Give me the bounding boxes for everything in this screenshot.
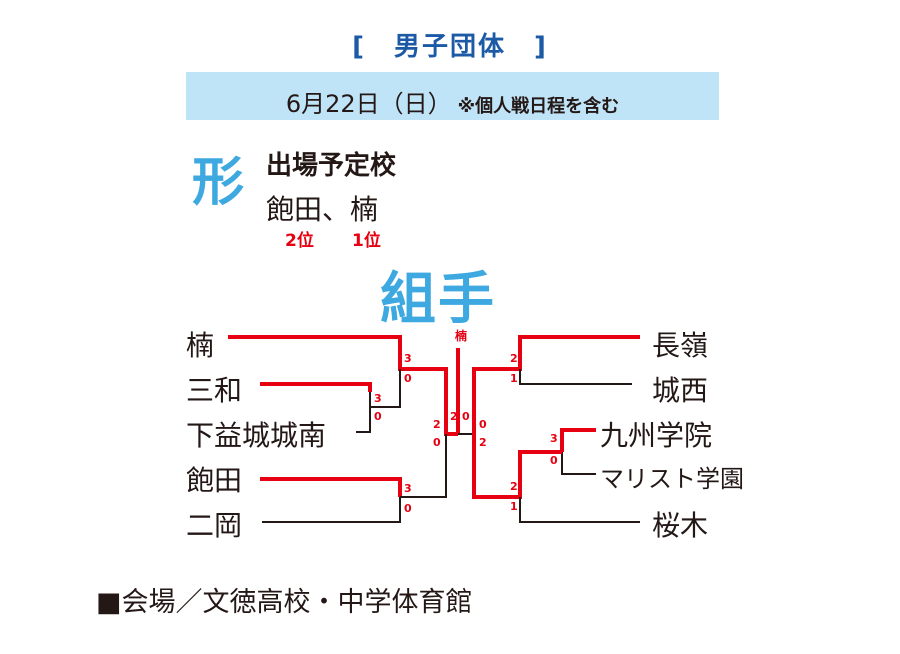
bracket-line-left-winner [228, 335, 458, 436]
score-r-qf2-bottom: 1 [510, 500, 518, 513]
venue-line: ■会場／文徳高校・中学体育館 [96, 587, 473, 618]
team-right-2: 城西 [652, 374, 709, 407]
kata-rank-aguta: 2位 [285, 231, 314, 251]
bracket-line-aguta-sf [400, 434, 447, 498]
score-r-qf-bottom: 1 [510, 372, 518, 385]
bracket-line-nioka [262, 497, 401, 523]
score-l-r1-bottom: 0 [374, 410, 382, 423]
score-final-right: 0 [462, 410, 470, 423]
score-l-qf-bottom: 0 [404, 372, 412, 385]
date-band [186, 72, 719, 120]
champion-label: 楠 [455, 328, 467, 343]
kata-subheading: 出場予定校 [266, 151, 397, 181]
team-right-1: 長嶺 [652, 329, 709, 362]
score-l-qf-top: 3 [404, 352, 412, 365]
score-l-sf-top: 2 [433, 418, 441, 431]
score-l-r1b-bottom: 0 [404, 502, 412, 515]
score-r-sf-bottom: 2 [479, 436, 487, 449]
bracket-line-josai [519, 369, 632, 385]
score-final-left: 2 [450, 410, 458, 423]
team-right-5: 桜木 [652, 509, 709, 542]
team-left-1: 楠 [186, 329, 215, 362]
bracket-line-sanwa [260, 382, 372, 392]
score-r-sf-top: 0 [479, 418, 487, 431]
score-r-qf2-top: 2 [510, 480, 518, 493]
bracket-line-marist [561, 452, 596, 475]
kata-heading: 形 [192, 153, 245, 213]
bracket-line-aguta [260, 477, 402, 497]
date-note: ※個人戦日程を含む [457, 96, 620, 117]
bracket-line-kyushu-qf [472, 434, 562, 499]
team-left-3: 下益城城南 [186, 419, 327, 452]
date-line: 6月22日（日）※個人戦日程を含む [186, 84, 719, 119]
team-right-3: 九州学院 [600, 419, 713, 452]
score-r-r1-top: 3 [550, 432, 558, 445]
bracket-line-nagamine [472, 335, 640, 434]
bracket-line-kyushu [560, 428, 596, 452]
score-l-r1b-top: 3 [404, 482, 412, 495]
score-r-qf-top: 2 [510, 352, 518, 365]
kata-schools: 飽田、楠 [266, 193, 379, 226]
team-left-2: 三和 [186, 374, 243, 407]
score-l-r1-top: 3 [374, 392, 382, 405]
score-r-r1-bottom: 0 [550, 454, 558, 467]
team-right-4: マリスト学園 [600, 465, 744, 493]
kata-rank-kusunoki: 1位 [352, 231, 381, 251]
team-left-5: 二岡 [186, 509, 243, 542]
score-l-sf-bottom: 0 [433, 436, 441, 449]
team-left-4: 飽田 [186, 464, 243, 497]
date-main: 6月22日（日） [285, 90, 452, 118]
bracket-line-sakuragi [519, 497, 640, 523]
kumite-heading: 組手 [380, 267, 496, 332]
bracket-line-shimomashiki [356, 392, 371, 433]
bracket-line-sanwa-qf [370, 369, 401, 408]
section-title: [ 男子団体 ] [352, 32, 548, 62]
